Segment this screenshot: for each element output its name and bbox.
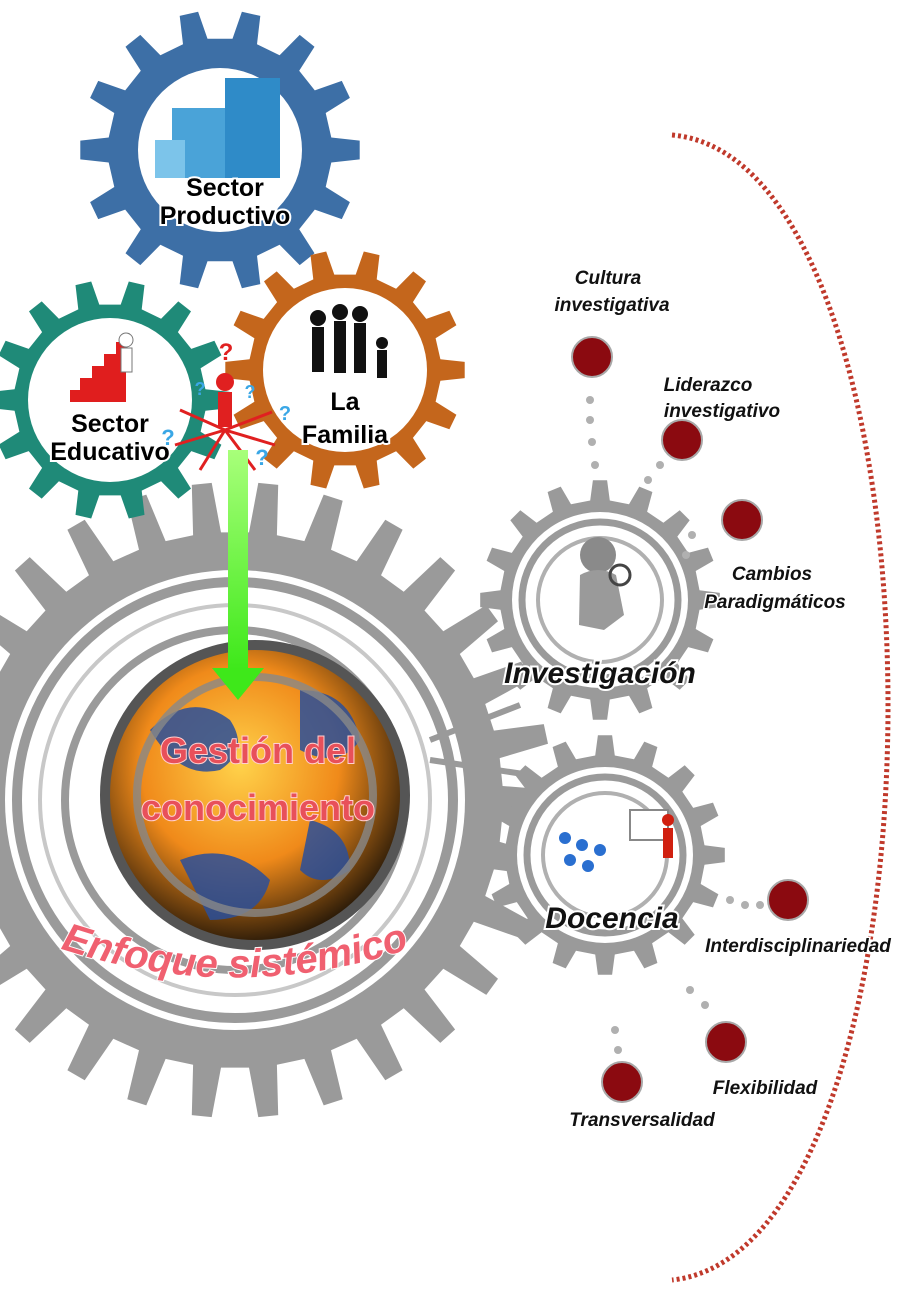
interdisciplinariedad-label: Interdisciplinariedad [705,936,891,957]
stairs-graduate-icon [70,332,134,402]
dot-flexibilidad [705,1021,747,1063]
sector-educativo-label-line2: Educativo [50,438,169,466]
cambios-paradigmaticos-line1: Cambios [732,564,812,585]
docencia-dots [601,879,809,1103]
family-silhouette-icon [310,304,388,378]
thinker-figure-icon [579,537,632,630]
la-familia-label-line1: La [330,388,360,416]
transversalidad-label: Transversalidad [569,1110,715,1131]
svg-text:?: ? [219,339,234,366]
svg-text:?: ? [255,445,268,470]
gear-docencia [485,735,725,975]
dot-interdisciplinariedad [767,879,809,921]
dot-transversalidad [601,1061,643,1103]
liderazco-investigativo-line1: Liderazco [664,375,753,396]
svg-text:?: ? [161,425,174,450]
center-title-line1: Gestión del [160,730,356,771]
la-familia-label-line2: Familia [302,421,389,449]
dot-liderazco-investigativo [661,419,703,461]
dot-cultura-investigativa [571,336,613,378]
cultura-investigativa-line2: investigativa [554,295,670,316]
center-title-line2: conocimiento [141,787,375,828]
svg-text:?: ? [279,403,291,425]
cultura-investigativa-line1: Cultura [575,268,642,289]
buildings-icon [155,78,280,178]
sector-productivo-label-line2: Productivo [160,202,291,230]
docencia-label: Docencia [545,902,678,935]
green-down-arrow [212,450,264,700]
flexibilidad-label: Flexibilidad [713,1078,818,1099]
dotted-connectors [586,396,764,1054]
classroom-icon [559,809,674,872]
sector-productivo-label-line1: Sector [186,174,264,202]
svg-text:?: ? [245,382,256,402]
dot-cambios-paradigmaticos [721,499,763,541]
svg-text:?: ? [195,379,206,399]
cambios-paradigmaticos-line2: Paradigmáticos [704,592,846,613]
connector-line-investigacion [428,702,522,743]
liderazco-investigativo-line2: investigativo [664,401,780,422]
sector-educativo-label-line1: Sector [71,410,149,438]
investigacion-label: Investigación [504,657,696,690]
question-person-icon: ? ? ? ? ? ? [161,339,291,471]
dashed-boundary-arc [671,132,891,1283]
investigacion-dots [571,336,763,541]
connector-line-docencia [429,757,531,778]
